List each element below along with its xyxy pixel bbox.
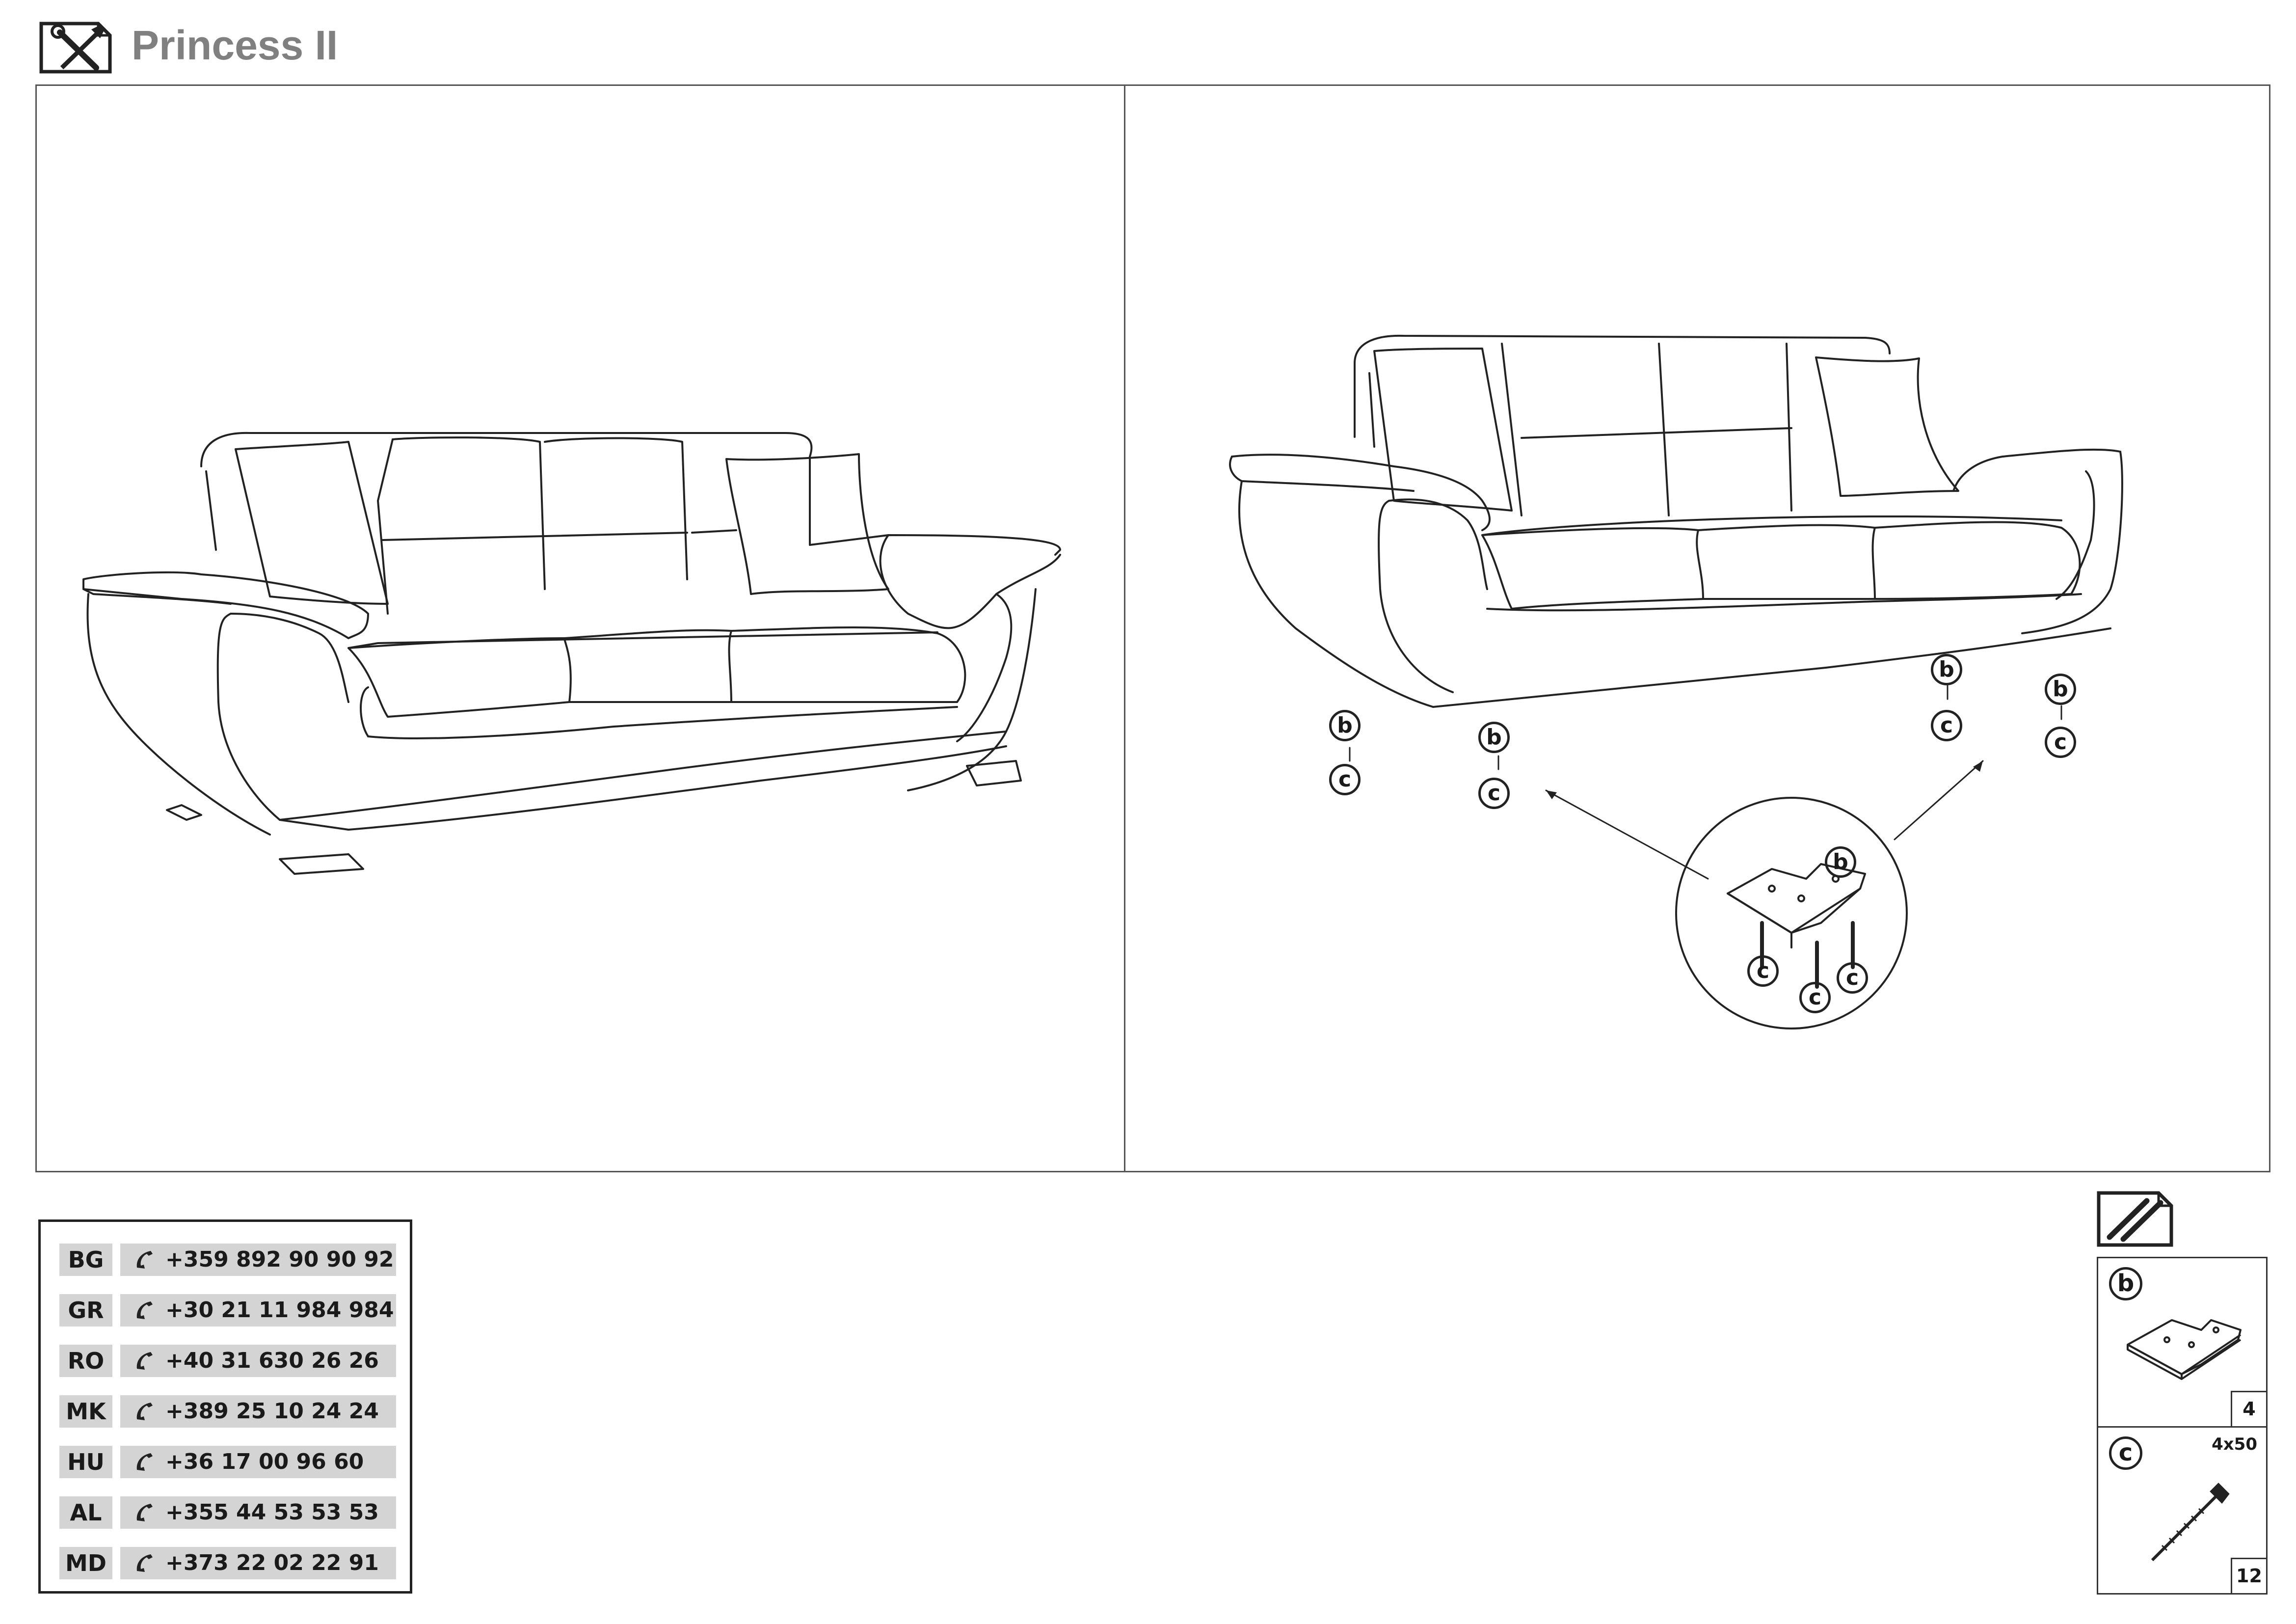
phone-icon <box>136 1301 153 1319</box>
phone-cell: +40 31 630 26 26 <box>120 1345 396 1377</box>
phone-cell: +355 44 53 53 53 <box>120 1496 396 1529</box>
contact-row-hu: HU +36 17 00 96 60 <box>59 1446 398 1478</box>
part-bracket: b 4 <box>2098 1258 2266 1428</box>
panel-divider <box>1124 84 1125 1172</box>
sofa-feet-assembly-illustration <box>1229 334 2123 1029</box>
detail-callout-b: b <box>1825 846 1856 878</box>
phone-cell: +359 892 90 90 92 <box>120 1244 396 1276</box>
callout-c-back-center: c <box>1931 710 1962 741</box>
country-code: RO <box>59 1345 112 1377</box>
callout-b-front-center: b <box>1478 722 1510 753</box>
country-code: MK <box>59 1395 112 1428</box>
phone-icon <box>136 1554 153 1572</box>
part-size: 4x50 <box>2212 1435 2257 1454</box>
phone-number: +373 22 02 22 91 <box>165 1550 379 1575</box>
screw-icon <box>2151 1483 2230 1562</box>
part-letter: b <box>2109 1267 2142 1300</box>
part-quantity: 12 <box>2231 1558 2266 1593</box>
illustration-panels <box>35 84 2270 1172</box>
contact-row-md: MD +373 22 02 22 91 <box>59 1547 398 1579</box>
document-title: Princess II <box>132 22 338 68</box>
phone-number: +30 21 11 984 984 <box>165 1298 394 1323</box>
callout-b-back-center: b <box>1931 654 1962 685</box>
part-quantity: 4 <box>2231 1391 2266 1426</box>
callout-c-front-center: c <box>1478 778 1510 809</box>
callout-b-back-right: b <box>2045 674 2076 705</box>
phone-cell: +30 21 11 984 984 <box>120 1294 396 1326</box>
parts-list-icon <box>2097 1191 2173 1247</box>
callout-b-front-left: b <box>1329 710 1361 741</box>
contact-row-gr: GR +30 21 11 984 984 <box>59 1294 398 1326</box>
contact-row-ro: RO +40 31 630 26 26 <box>59 1345 398 1377</box>
part-screw: c 4x50 12 <box>2098 1428 2266 1593</box>
phone-icon <box>136 1352 153 1370</box>
phone-number: +36 17 00 96 60 <box>165 1449 364 1474</box>
tools-icon <box>39 22 112 74</box>
parts-list-box: b 4 c 4x50 12 <box>2097 1257 2268 1595</box>
country-code: HU <box>59 1446 112 1478</box>
detail-callout-c-left: c <box>1747 955 1779 987</box>
contact-row-al: AL +355 44 53 53 53 <box>59 1496 398 1529</box>
country-code: BG <box>59 1244 112 1276</box>
detail-callout-c-middle: c <box>1799 982 1831 1013</box>
phone-icon <box>136 1453 153 1471</box>
contact-row-mk: MK +389 25 10 24 24 <box>59 1395 398 1428</box>
contact-row-bg: BG +359 892 90 90 92 <box>59 1244 398 1276</box>
country-code: AL <box>59 1496 112 1529</box>
detail-callout-c-right: c <box>1837 962 1868 994</box>
phone-cell: +36 17 00 96 60 <box>120 1446 396 1478</box>
phone-cell: +389 25 10 24 24 <box>120 1395 396 1428</box>
phone-number: +355 44 53 53 53 <box>165 1500 379 1525</box>
callout-c-front-left: c <box>1329 764 1361 795</box>
country-code: GR <box>59 1294 112 1326</box>
callout-c-back-right: c <box>2045 727 2076 758</box>
part-letter: c <box>2109 1436 2142 1470</box>
phone-number: +389 25 10 24 24 <box>165 1399 379 1424</box>
sofa-assembled-illustration <box>82 432 1061 875</box>
country-code: MD <box>59 1547 112 1579</box>
phone-icon <box>136 1403 153 1420</box>
corner-bracket-icon <box>2127 1319 2242 1380</box>
phone-number: +359 892 90 90 92 <box>165 1247 394 1272</box>
contact-phone-table: BG +359 892 90 90 92 GR +30 21 11 984 98… <box>38 1219 412 1594</box>
phone-icon <box>136 1504 153 1521</box>
phone-number: +40 31 630 26 26 <box>165 1348 379 1373</box>
phone-icon <box>136 1251 153 1269</box>
phone-cell: +373 22 02 22 91 <box>120 1547 396 1579</box>
